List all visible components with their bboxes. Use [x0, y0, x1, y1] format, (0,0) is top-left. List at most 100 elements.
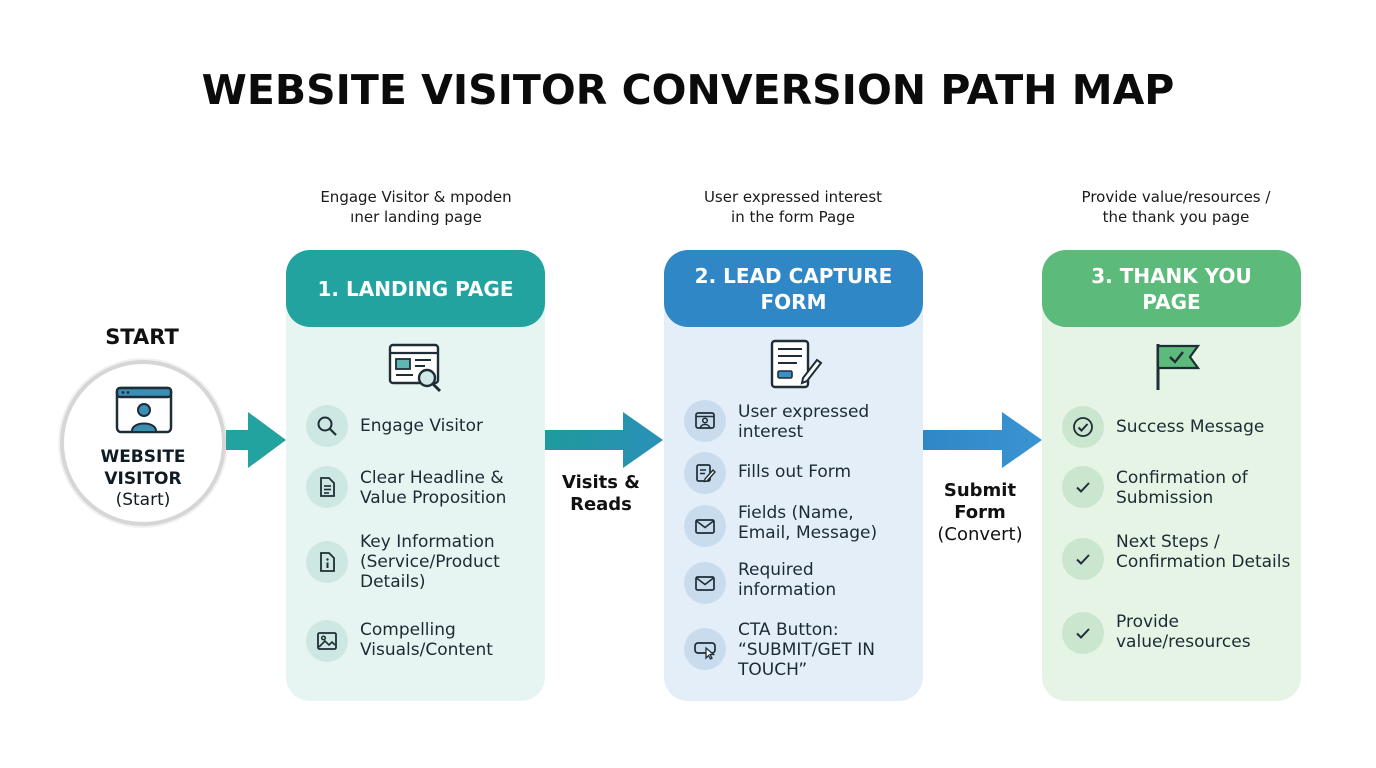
item-icon-wrap: [306, 405, 348, 447]
arrow-landing-to-form: [545, 412, 663, 468]
caption-line: Provide value/resources /: [1081, 188, 1271, 206]
item-line: Visuals/Content: [360, 640, 493, 660]
flag-check-icon: [1156, 344, 1201, 390]
start-name-line: VISITOR: [104, 469, 182, 489]
start-name: WEBSITE VISITOR: [64, 446, 222, 490]
image-icon: [317, 632, 337, 650]
item-line: Email, Message): [738, 523, 878, 543]
item-icon-wrap: [1062, 538, 1104, 580]
item-text: CTA Button: “SUBMIT/GET IN TOUCH”: [738, 620, 924, 680]
item-text: Confirmation of Submission: [1116, 468, 1302, 508]
item-line: CTA Button:: [738, 620, 839, 640]
item-line: Clear Headline &: [360, 468, 504, 488]
caption-line: Engage Visitor & mpoden: [320, 188, 512, 206]
item-icon-wrap: [1062, 466, 1104, 508]
form-edit-icon: [770, 339, 823, 389]
item-icon-wrap: [684, 505, 726, 547]
item-text: Clear Headline & Value Proposition: [360, 468, 546, 508]
item-line: Next Steps /: [1116, 532, 1220, 552]
item-text: Required information: [738, 560, 924, 600]
item-line: (Service/Product: [360, 552, 500, 572]
caption-line: the thank you page: [1102, 208, 1250, 226]
item-icon-wrap: [684, 452, 726, 494]
item-line: TOUCH”: [738, 660, 808, 680]
item-line: Submission: [1116, 488, 1214, 508]
item-line: User expressed: [738, 402, 870, 422]
item-text: Provide value/resources: [1116, 612, 1302, 652]
item-icon-wrap: [684, 628, 726, 670]
item-text: Fills out Form: [738, 462, 924, 482]
stage-header: 1. LANDING PAGE: [286, 250, 545, 327]
item-line: Fills out Form: [738, 462, 852, 482]
stage-2-caption: User expressed interest in the form Page: [643, 187, 943, 227]
item-line: information: [738, 580, 837, 600]
edit-form-icon: [696, 464, 716, 483]
envelope-icon: [695, 576, 715, 591]
check-circle-icon: [1073, 417, 1093, 437]
stage-header: 3. THANK YOU PAGE: [1042, 250, 1301, 327]
stage-header-text: 2. LEAD CAPTURE FORM: [694, 263, 893, 314]
item-line: Engage Visitor: [360, 416, 483, 436]
start-label: START: [105, 325, 179, 349]
stage-header: 2. LEAD CAPTURE FORM: [664, 250, 923, 327]
item-line: Required: [738, 560, 814, 580]
transition-line: (Convert): [937, 524, 1023, 545]
stage-header-text: 3. THANK YOU PAGE: [1091, 263, 1252, 314]
item-text: Engage Visitor: [360, 416, 546, 436]
info-icon: [320, 552, 335, 572]
item-line: Provide: [1116, 612, 1180, 632]
stage-1-caption: Engage Visitor & mpoden ıner landing pag…: [266, 187, 566, 227]
item-text: Key Information (Service/Product Details…: [360, 532, 546, 592]
check-icon: [1076, 482, 1090, 493]
item-text: Compelling Visuals/Content: [360, 620, 546, 660]
caption-line: ıner landing page: [350, 208, 482, 226]
item-line: Confirmation of: [1116, 468, 1248, 488]
check-icon: [1076, 554, 1090, 565]
user-card-icon: [695, 412, 715, 429]
caption-line: in the form Page: [731, 208, 855, 226]
arrow-form-to-thankyou: [922, 412, 1042, 468]
click-button-icon: [694, 642, 716, 660]
item-line: Details): [360, 572, 426, 592]
item-icon-wrap: [306, 541, 348, 583]
item-icon-wrap: [684, 400, 726, 442]
item-line: Fields (Name,: [738, 503, 854, 523]
envelope-icon: [695, 519, 715, 534]
item-text: Fields (Name, Email, Message): [738, 503, 924, 543]
transition-line: Reads: [570, 494, 632, 515]
item-line: Compelling: [360, 620, 456, 640]
item-line: Success Message: [1116, 417, 1265, 437]
stage-card-landing-page: 1. LANDING PAGE Engage Visitor: [286, 250, 545, 701]
stage-header-text: 1. LANDING PAGE: [317, 276, 514, 301]
item-icon-wrap: [1062, 406, 1104, 448]
item-line: Confirmation Details: [1116, 552, 1291, 572]
item-text: Success Message: [1116, 417, 1302, 437]
item-text: Next Steps / Confirmation Details: [1116, 532, 1302, 572]
user-browser-icon: [115, 386, 173, 434]
caption-line: User expressed interest: [703, 188, 883, 206]
webpage-search-icon: [388, 343, 442, 393]
start-node: WEBSITE VISITOR (Start): [60, 360, 226, 526]
item-line: value/resources: [1116, 632, 1251, 652]
start-sub: (Start): [115, 490, 171, 510]
stage-card-thank-you-page: 3. THANK YOU PAGE Success Message Confir…: [1042, 250, 1301, 701]
item-icon-wrap: [684, 562, 726, 604]
transition-line: Submit: [943, 480, 1017, 501]
arrow-start-to-landing: [226, 412, 286, 468]
transition-label-visits: Visits & Reads: [548, 472, 654, 516]
item-line: Value Proposition: [360, 488, 507, 508]
search-icon: [317, 416, 337, 436]
item-icon-wrap: [306, 620, 348, 662]
item-icon-wrap: [306, 466, 348, 508]
stage-card-lead-capture-form: 2. LEAD CAPTURE FORM User expressed inte…: [664, 250, 923, 701]
item-text: User expressed interest: [738, 402, 924, 442]
transition-line: Form: [954, 502, 1006, 523]
check-icon: [1076, 628, 1090, 639]
item-line: “SUBMIT/GET IN: [738, 640, 875, 660]
stage-3-caption: Provide value/resources / the thank you …: [1026, 187, 1326, 227]
diagram-title: WEBSITE VISITOR CONVERSION PATH MAP: [201, 66, 1175, 114]
document-icon: [320, 477, 335, 497]
transition-label-submit: Submit Form (Convert): [922, 480, 1038, 546]
start-name-line: WEBSITE: [100, 447, 186, 467]
transition-line: Visits &: [562, 472, 640, 493]
